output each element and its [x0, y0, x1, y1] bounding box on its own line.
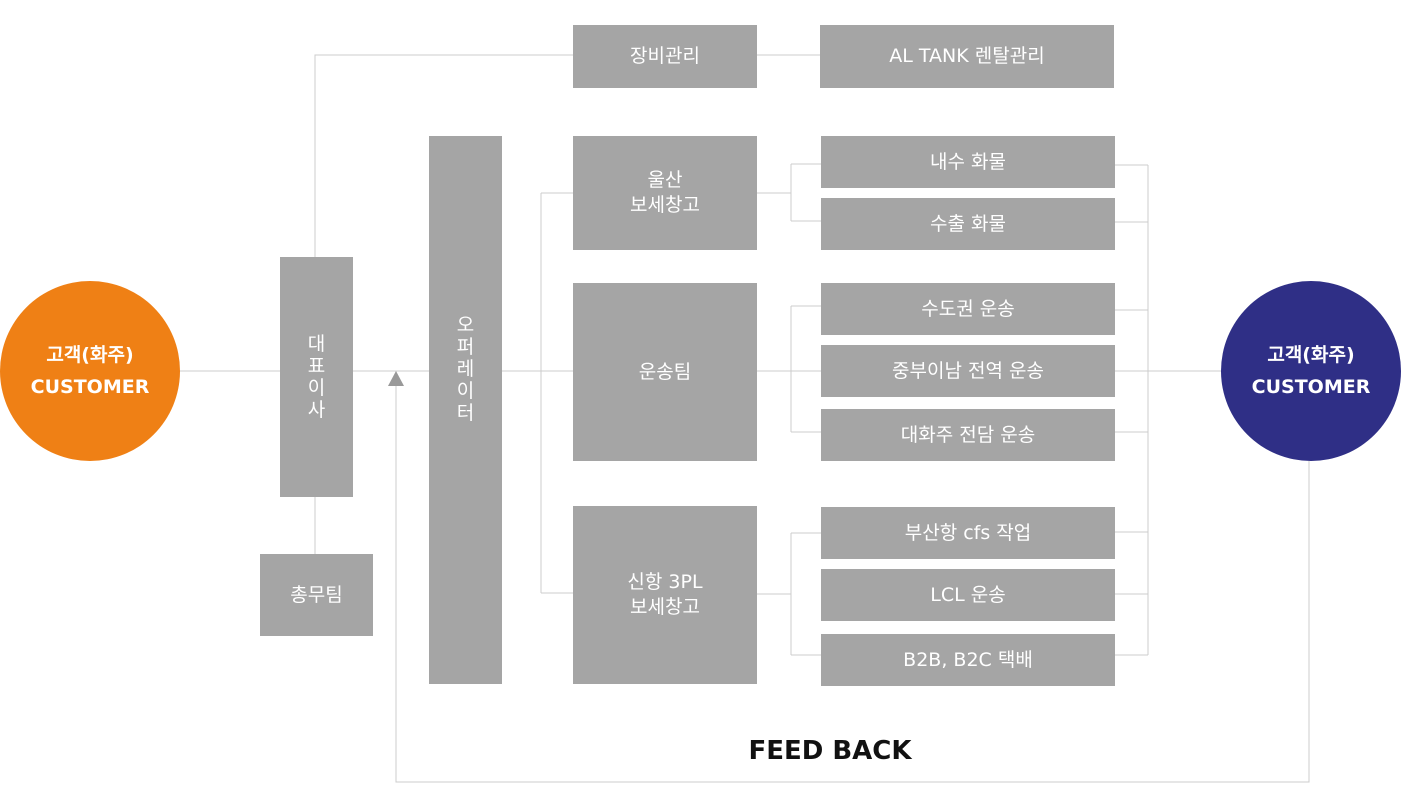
customer-left-ko: 고객(화주)	[46, 344, 134, 366]
customer-right-ko: 고객(화주)	[1267, 344, 1355, 366]
shinhang-item-3: B2B, B2C 택배	[821, 634, 1115, 686]
customer-left: 고객(화주) CUSTOMER	[0, 281, 180, 461]
al-tank-box: AL TANK 렌탈관리	[820, 25, 1114, 88]
general-affairs-box: 총무팀	[260, 554, 373, 636]
general-affairs-label: 총무팀	[290, 583, 343, 606]
transport-item-1: 수도권 운송	[821, 283, 1115, 335]
transport-label: 운송팀	[638, 360, 692, 383]
equipment-label: 장비관리	[630, 45, 700, 67]
ulsan-box: 울산 보세창고	[573, 136, 757, 250]
customer-left-en: CUSTOMER	[30, 376, 150, 398]
equipment-box: 장비관리	[573, 25, 757, 88]
shinhang-item-1: 부산항 cfs 작업	[821, 507, 1115, 559]
shinhang-label: 신항 3PL 보세창고	[627, 571, 703, 618]
transport-box: 운송팀	[573, 283, 757, 461]
ceo-box: 대표이사	[280, 257, 353, 497]
feedback-label: FEED BACK	[748, 736, 912, 766]
transport-item-3: 대화주 전담 운송	[821, 409, 1115, 461]
al-tank-label: AL TANK 렌탈관리	[889, 45, 1045, 67]
ulsan-item-1: 내수 화물	[821, 136, 1115, 188]
feedback-arrow-icon	[388, 371, 404, 386]
transport-item-2: 중부이남 전역 운송	[821, 345, 1115, 397]
operator-box: 오퍼레이터	[429, 136, 502, 684]
ceo-equipment-line	[314, 54, 573, 257]
feedback-loop-line	[395, 385, 1310, 783]
ulsan-label: 울산 보세창고	[630, 169, 700, 216]
ceo-label: 대표이사	[307, 333, 326, 421]
shinhang-item-2: LCL 운송	[821, 569, 1115, 621]
customer-right-en: CUSTOMER	[1251, 376, 1371, 398]
operator-label: 오퍼레이터	[456, 314, 475, 424]
ulsan-item-2: 수출 화물	[821, 198, 1115, 250]
customer-right: 고객(화주) CUSTOMER	[1221, 281, 1401, 461]
shinhang-box: 신항 3PL 보세창고	[573, 506, 757, 684]
